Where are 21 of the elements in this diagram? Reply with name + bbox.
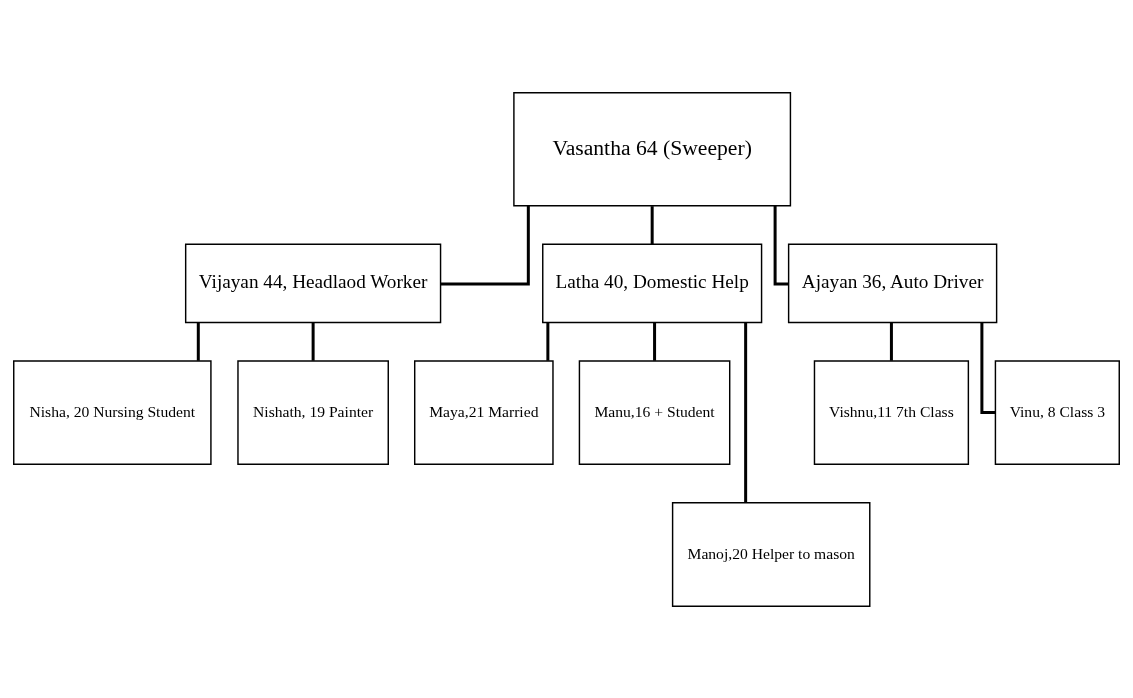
connector xyxy=(650,205,654,244)
node-box: Manu,16 + Student xyxy=(578,359,731,465)
connector xyxy=(546,322,550,361)
connector xyxy=(889,322,893,361)
node-box: Vinu, 8 Class 3 xyxy=(994,359,1120,465)
node-box: Latha 40, Domestic Help xyxy=(542,243,763,323)
connector xyxy=(980,322,996,414)
connector xyxy=(196,322,200,361)
node-box: Nisha, 20 Nursing Student xyxy=(13,359,212,465)
node-box: Maya,21 Married xyxy=(414,359,554,465)
node-box: Vishnu,11 7th Class xyxy=(813,359,970,465)
node-box: Vijayan 44, Headlaod Worker xyxy=(184,243,442,323)
connector xyxy=(773,205,789,285)
connector xyxy=(440,205,530,285)
node-box: Vasantha 64 (Sweeper) xyxy=(513,91,792,207)
connector xyxy=(311,322,315,361)
connector xyxy=(744,322,748,502)
node-box: Ajayan 36, Auto Driver xyxy=(787,243,998,323)
connector xyxy=(653,322,657,361)
node-box: Manoj,20 Helper to mason xyxy=(671,501,871,607)
node-box: Nishath, 19 Painter xyxy=(237,359,389,465)
